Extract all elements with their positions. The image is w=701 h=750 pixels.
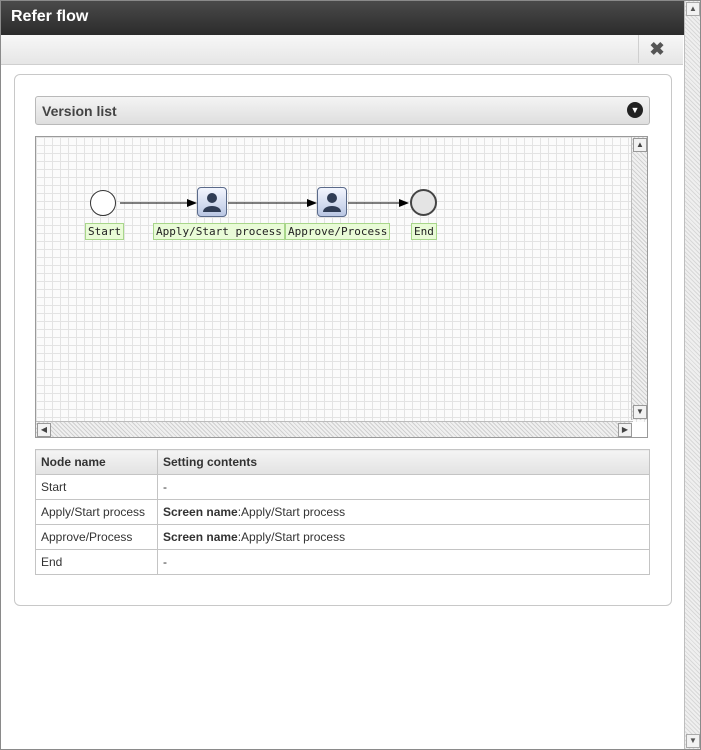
end-node[interactable] — [410, 189, 437, 216]
setting-value: :Apply/Start process — [237, 505, 346, 519]
canvas-scroll-down[interactable]: ▼ — [633, 405, 647, 419]
setting-key: Screen name — [163, 505, 238, 519]
start-node[interactable] — [90, 190, 116, 216]
node-name-cell: Approve/Process — [35, 524, 158, 550]
canvas-vertical-scrollbar[interactable]: ▲ ▼ — [631, 137, 647, 420]
toolbar: ✖ — [1, 35, 683, 65]
version-list-label: Version list — [42, 103, 117, 119]
canvas-scroll-right[interactable]: ▶ — [618, 423, 632, 437]
setting-contents-cell: - — [157, 549, 650, 575]
task-node-apply[interactable] — [197, 187, 227, 217]
table-header-row: Node name Setting contents — [35, 449, 650, 475]
setting-contents-cell: Screen name:Apply/Start process — [157, 499, 650, 525]
setting-contents-cell: Screen name:Apply/Start process — [157, 524, 650, 550]
user-icon — [203, 193, 221, 212]
close-icon: ✖ — [649, 39, 665, 59]
node-label-start: Start — [85, 223, 125, 240]
close-button[interactable]: ✖ — [638, 35, 675, 63]
chevron-down-icon[interactable]: ▼ — [627, 102, 643, 118]
setting-value: :Apply/Start process — [237, 530, 346, 544]
window-title: Refer flow — [11, 8, 89, 25]
scroll-corner — [632, 422, 647, 437]
column-header-setting-contents: Setting contents — [157, 449, 650, 475]
flow-canvas[interactable]: Start Apply/Start process Approve/Proces… — [35, 136, 648, 438]
node-name-cell: Apply/Start process — [35, 499, 158, 525]
user-icon — [323, 193, 341, 212]
setting-key: Screen name — [163, 530, 238, 544]
canvas-scroll-up[interactable]: ▲ — [633, 138, 647, 152]
node-label-apply: Apply/Start process — [153, 223, 285, 240]
node-settings-table: Node name Setting contents Start - Apply… — [35, 449, 650, 575]
flow-diagram — [120, 199, 409, 207]
task-node-approve[interactable] — [317, 187, 347, 217]
content-panel: Version list ▼ Start — [14, 74, 672, 606]
setting-value: - — [163, 480, 167, 494]
window-scrollbar[interactable]: ▲ ▼ — [684, 1, 700, 749]
version-list-header[interactable]: Version list ▼ — [35, 96, 650, 125]
node-name-cell: Start — [35, 474, 158, 500]
canvas-scroll-left[interactable]: ◀ — [37, 423, 51, 437]
setting-contents-cell: - — [157, 474, 650, 500]
title-bar: Refer flow — [1, 1, 700, 35]
table-row: Apply/Start process Screen name:Apply/St… — [35, 499, 650, 525]
node-name-cell: End — [35, 549, 158, 575]
scroll-up-arrow[interactable]: ▲ — [686, 2, 700, 16]
table-row: Start - — [35, 474, 650, 500]
setting-value: - — [163, 555, 167, 569]
table-row: End - — [35, 549, 650, 575]
node-label-approve: Approve/Process — [285, 223, 391, 240]
table-row: Approve/Process Screen name:Apply/Start … — [35, 524, 650, 550]
scroll-down-arrow[interactable]: ▼ — [686, 734, 700, 748]
node-label-end: End — [411, 223, 437, 240]
column-header-node-name: Node name — [35, 449, 158, 475]
canvas-horizontal-scrollbar[interactable]: ◀ ▶ — [36, 421, 633, 437]
